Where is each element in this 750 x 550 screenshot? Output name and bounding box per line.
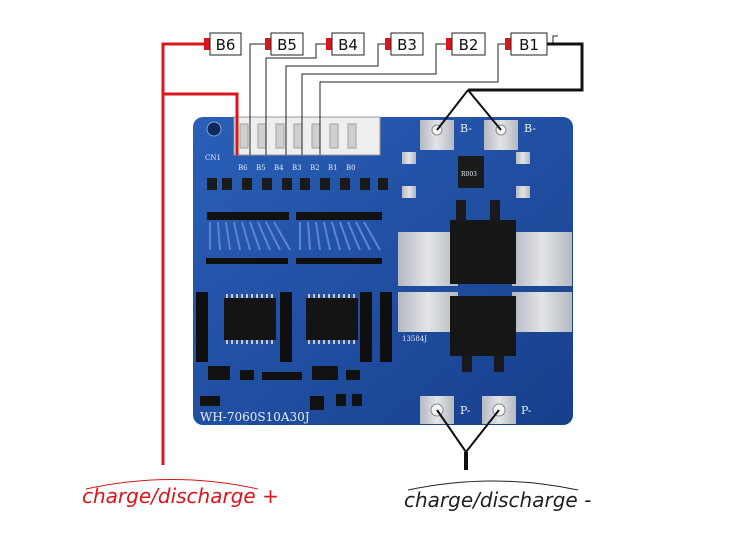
cell-box xyxy=(209,32,242,56)
pad-p-minus-label: P- xyxy=(460,404,471,417)
cell-label: B1 xyxy=(519,36,539,54)
cell-terminal xyxy=(446,38,452,50)
positive-sense-lead xyxy=(163,92,239,155)
cell-b5: B5 xyxy=(265,32,304,56)
current-sense-chip xyxy=(458,156,484,188)
connector-ref-label: CN1 xyxy=(205,154,221,162)
lead-b2 xyxy=(301,43,446,155)
cell-box xyxy=(390,32,424,56)
pin-label: B5 xyxy=(256,164,266,172)
b-minus-fork xyxy=(436,89,502,131)
pcb-traces xyxy=(209,221,381,251)
cell-label: B2 xyxy=(459,36,479,54)
positive-wire xyxy=(161,42,239,465)
pad-b-minus-label: B- xyxy=(460,122,472,135)
cell-b6: B6 xyxy=(204,32,242,56)
connector-pins xyxy=(239,123,357,149)
lead-b4 xyxy=(265,43,326,155)
cell-b4: B4 xyxy=(326,32,365,56)
mosfet-pads xyxy=(398,232,572,332)
b-minus-main-lead xyxy=(468,42,584,92)
cell-terminal xyxy=(385,38,391,50)
balance-connector xyxy=(233,116,381,156)
ic-chips xyxy=(224,294,358,344)
positive-main-lead xyxy=(161,42,204,465)
p-minus-fork xyxy=(436,409,500,453)
pad-b-minus-label: B- xyxy=(524,122,536,135)
mounting-hole xyxy=(206,121,222,137)
cell-terminal xyxy=(265,38,271,50)
pin-label: B4 xyxy=(274,164,284,172)
lead-b1-stub xyxy=(552,35,558,44)
chip-code-label: R003 xyxy=(461,171,477,178)
negative-caption-text: charge/discharge - xyxy=(404,488,591,512)
mosfets xyxy=(450,200,516,372)
balance-resistors xyxy=(207,212,382,220)
pin-label: B2 xyxy=(310,164,320,172)
negative-caption: charge/discharge - xyxy=(404,480,591,512)
cell-terminal xyxy=(505,38,511,50)
cell-label: B3 xyxy=(397,36,417,54)
positive-caption-brace xyxy=(85,479,259,490)
lead-b3 xyxy=(285,43,385,155)
cell-box xyxy=(510,32,548,56)
pin-label: B3 xyxy=(292,164,302,172)
bottom-components xyxy=(200,366,362,410)
cell-terminal xyxy=(204,38,210,50)
negative-wire xyxy=(468,42,584,92)
pcb-board: CN1 B6 B5 B4 B3 B2 B1 B0 xyxy=(193,116,573,425)
pin-silk-labels: B6 B5 B4 B3 B2 B1 B0 xyxy=(238,164,356,172)
balance-leads xyxy=(249,35,558,155)
side-pads xyxy=(402,152,530,198)
negative-caption-brace xyxy=(407,480,579,491)
mosfet-code-label: 13584J xyxy=(402,335,427,343)
p-minus-pads: P- P- xyxy=(420,396,532,424)
lead-b5 xyxy=(249,43,265,155)
lead-b1 xyxy=(319,43,505,155)
pin-label: B0 xyxy=(346,164,356,172)
cell-box xyxy=(331,32,365,56)
cell-b2: B2 xyxy=(446,32,486,56)
pin-label: B1 xyxy=(328,164,338,172)
cell-label: B5 xyxy=(277,36,297,54)
balance-transistors xyxy=(207,178,388,190)
pad-p-minus-label: P- xyxy=(521,404,532,417)
pin-label: B6 xyxy=(238,164,248,172)
positive-caption: charge/discharge + xyxy=(82,479,279,508)
cell-box xyxy=(270,32,304,56)
cell-terminal xyxy=(326,38,332,50)
cell-b3: B3 xyxy=(385,32,424,56)
cell-label: B6 xyxy=(216,36,236,54)
positive-caption-text: charge/discharge + xyxy=(82,484,279,508)
cell-label: B4 xyxy=(338,36,358,54)
board-model-label: WH-7060S10A30J xyxy=(200,410,310,424)
cell-b1: B1 xyxy=(505,32,548,56)
resistor-rows xyxy=(196,258,392,362)
cell-box xyxy=(451,32,486,56)
